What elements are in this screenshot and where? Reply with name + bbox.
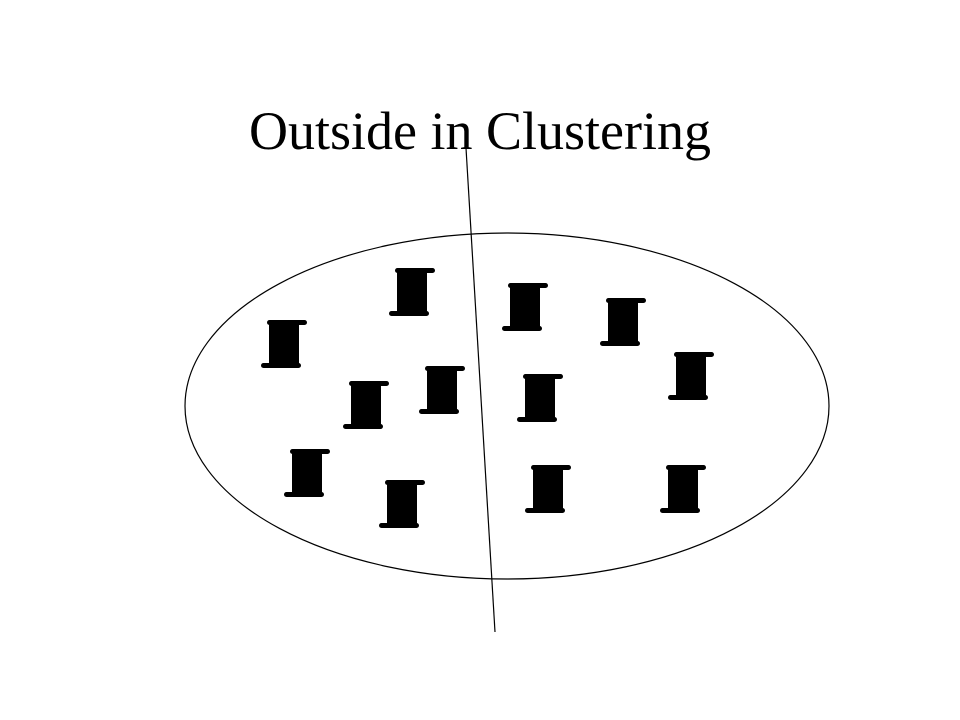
document-scroll-icon <box>389 268 435 316</box>
document-scroll-icon <box>379 480 425 528</box>
page-title: Outside in Clustering <box>249 101 711 161</box>
document-scroll-icon <box>668 352 714 400</box>
document-scroll-icon <box>525 465 571 513</box>
document-scroll-icon <box>419 366 465 414</box>
cluster-ellipse <box>184 232 830 580</box>
document-scroll-icon <box>660 465 706 513</box>
document-scroll-icon <box>261 320 307 368</box>
document-scroll-icon <box>600 298 646 346</box>
document-scroll-icon <box>284 449 330 497</box>
partition-line <box>465 147 496 633</box>
document-scroll-icon <box>502 283 548 331</box>
document-scroll-icon <box>343 381 389 429</box>
document-scroll-icon <box>517 374 563 422</box>
